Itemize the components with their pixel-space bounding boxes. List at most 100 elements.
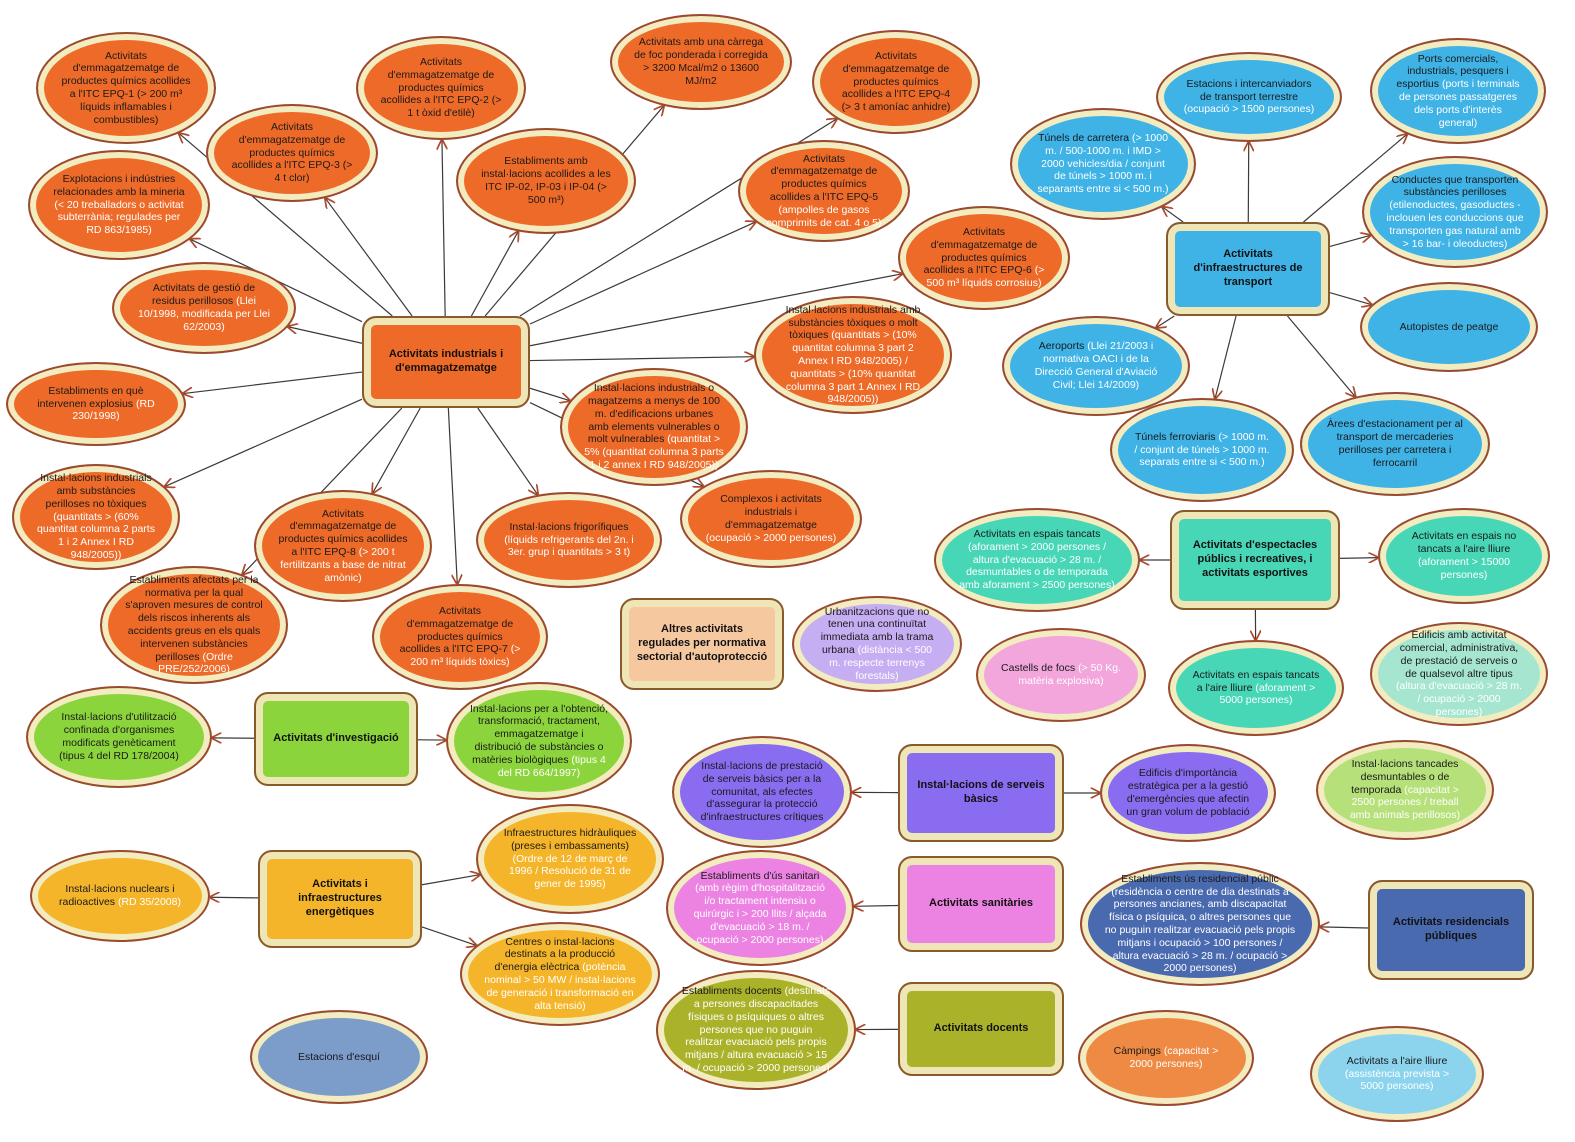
node-docents[interactable]: Establiments docents (destinats a person… (656, 970, 856, 1090)
node-detail: (> 200 m³ líquids tòxics) (410, 643, 521, 669)
connector-node-explosius (183, 371, 363, 393)
node-tancats[interactable]: Activitats en espais tancats (aforament … (934, 508, 1140, 612)
node-hidrauliques[interactable]: Infraestructures hidràuliques (preses i … (476, 804, 664, 914)
node-aeroports[interactable]: Aeroports (Llei 21/2003 i normativa OACI… (1002, 316, 1190, 416)
node-pre252[interactable]: Establiments afectats per la normativa p… (100, 566, 288, 684)
node-basics[interactable]: Instal·lacions de prestació de serveis b… (672, 736, 852, 848)
node-castells[interactable]: Castells de focs (> 50 Kg. matèria explo… (976, 628, 1146, 722)
connector-node-electrica (421, 926, 476, 946)
node-explotacions[interactable]: Explotacions i indústries relacionades a… (28, 150, 210, 260)
node-text: Instal·lacions de prestació de serveis b… (700, 760, 824, 824)
node-toxiques[interactable]: Instal·lacions industrials amb substànci… (754, 296, 952, 414)
node-detail: (> 50 Kg. matèria explosiva) (1018, 662, 1121, 687)
node-epq1[interactable]: Activitats d'emmagatzematge de productes… (36, 32, 216, 144)
node-omg[interactable]: Instal·lacions d'utilització confinada d… (26, 686, 212, 788)
node-detail: (Ordre de 12 de març de 1996 / Resolució… (508, 852, 631, 891)
node-text: Àrees d'estacionament per al transport d… (1327, 418, 1463, 469)
node-text: Activitats en espais no tancats a l'aire… (1411, 530, 1517, 556)
node-text: Edificis amb activitat comercial, admini… (1399, 629, 1519, 680)
node-nuclears[interactable]: Instal·lacions nuclears i radioactives (… (30, 850, 210, 942)
node-arees[interactable]: Àrees d'estacionament per al transport d… (1300, 392, 1490, 496)
node-campings[interactable]: Càmpings (capacitat > 2000 persones) (1078, 1010, 1254, 1106)
node-detail: (ocupació > 2000 persones) (705, 531, 837, 544)
node-text: Instal·lacions industrials amb substànci… (40, 472, 152, 510)
node-no-tancats[interactable]: Activitats en espais no tancats a l'aire… (1378, 508, 1550, 604)
node-magatzems[interactable]: Instal·lacions industrials o magatzems a… (560, 368, 748, 486)
hub-sanitaries[interactable]: Activitats sanitàries (898, 856, 1064, 952)
node-tancats-aire[interactable]: Activitats en espais tancats a l'aire ll… (1168, 640, 1344, 736)
node-text: Urbanitzacions que no tenen una continuï… (820, 605, 934, 656)
node-ip[interactable]: Establiments amb instal·lacions acollide… (456, 128, 636, 234)
node-text: Activitats d'emmagatzematge de productes… (399, 605, 514, 656)
node-aire-lliure[interactable]: Activitats a l'aire lliure (assistència … (1310, 1026, 1484, 1122)
connector-node-autopistes (1329, 292, 1372, 305)
hub-transport[interactable]: Activitats d'infraestructures de transpo… (1166, 222, 1330, 316)
node-text: Establiments ús residencial públic (1121, 872, 1279, 885)
hub-docents[interactable]: Activitats docents (898, 982, 1064, 1076)
node-esqui[interactable]: Estacions d'esquí (250, 1010, 428, 1104)
connector-node-ip (470, 231, 518, 317)
node-residus[interactable]: Activitats de gestió de residus perillos… (112, 262, 296, 354)
node-edificis[interactable]: Edificis d'importància estratègica per a… (1100, 744, 1276, 842)
node-text: Instal·lacions d'utilització confinada d… (59, 711, 179, 762)
node-epq6[interactable]: Activitats d'emmagatzematge de productes… (898, 206, 1070, 310)
node-tunels-carretera[interactable]: Túnels de carretera (> 1000 m. / 500-100… (1010, 108, 1196, 220)
connector-node-hidrauliques (421, 875, 480, 886)
connector-node-ports (1303, 134, 1407, 223)
node-epq3[interactable]: Activitats d'emmagatzematge de productes… (206, 104, 378, 202)
node-complexos[interactable]: Complexos i activitats industrials i d'e… (680, 470, 862, 568)
node-detail: (> 200 t fertilitzants a base de nitrat … (280, 546, 406, 584)
connector-node-arees (1287, 315, 1355, 397)
connector-node-epq6 (529, 274, 902, 347)
node-biologics[interactable]: Instal·lacions per a l'obtenció, transfo… (446, 682, 632, 800)
node-text: Explotacions i indústries relacionades a… (53, 173, 185, 198)
hub-industrial[interactable]: Activitats industrials i d'emmagatzematg… (362, 316, 530, 408)
node-text: Activitats amb una càrrega de foc ponder… (634, 36, 768, 87)
node-ports[interactable]: Ports comercials, industrials, pesquers … (1370, 38, 1546, 144)
hub-serveis[interactable]: Instal·lacions de serveis bàsics (898, 744, 1064, 842)
hub-energia[interactable]: Activitats i infraestructures energètiqu… (258, 850, 422, 948)
node-estacions[interactable]: Estacions i intercanviadors de transport… (1156, 52, 1342, 142)
node-tancades-desmuntables[interactable]: Instal·lacions tancades desmuntables o d… (1316, 740, 1494, 840)
node-residencial[interactable]: Establiments ús residencial públic (resi… (1080, 862, 1320, 986)
node-epq7[interactable]: Activitats d'emmagatzematge de productes… (372, 584, 548, 690)
node-electrica[interactable]: Centres o instal·lacions destinats a la … (460, 922, 660, 1026)
hub-spectacles[interactable]: Activitats d'espectacles públics i recre… (1170, 510, 1340, 610)
node-text: Establiments afectats per la normativa p… (125, 573, 263, 663)
node-tunels-ferroviaris[interactable]: Túnels ferroviaris (> 1000 m. / conjunt … (1110, 398, 1294, 502)
hub-residencials[interactable]: Activitats residencials públiques (1368, 880, 1534, 980)
node-text: Ports comercials, industrials, pesquers … (1396, 52, 1509, 91)
node-detail: (etilenoductes, gasoductes -inclouen les… (1386, 199, 1524, 250)
node-text: Instal·lacions per a l'obtenció, transfo… (470, 702, 608, 766)
connector-node-epq2 (442, 140, 445, 317)
node-perilloses[interactable]: Instal·lacions industrials amb substànci… (12, 464, 180, 570)
node-urbanitzacions[interactable]: Urbanitzacions que no tenen una continuï… (792, 596, 962, 692)
node-frigorifiques[interactable]: Instal·lacions frigorífiques (líquids re… (476, 492, 662, 588)
hub-label: Activitats industrials i d'emmagatzematg… (388, 348, 504, 374)
node-edificis-comercial[interactable]: Edificis amb activitat comercial, admini… (1370, 622, 1548, 726)
node-text: Instal·lacions tancades desmuntables o d… (1351, 758, 1459, 796)
node-detail: (assistència prevista > 5000 persones) (1344, 1067, 1450, 1093)
node-detail: (RD 35/2008) (117, 896, 181, 908)
node-epq8[interactable]: Activitats d'emmagatzematge de productes… (254, 490, 432, 602)
node-autopistes[interactable]: Autopistes de peatge (1360, 282, 1538, 372)
node-text: Complexos i activitats industrials i d'e… (720, 493, 822, 531)
node-epq5[interactable]: Activitats d'emmagatzematge de productes… (738, 140, 910, 242)
node-epq2[interactable]: Activitats d'emmagatzematge de productes… (356, 36, 526, 140)
hub-investigacio[interactable]: Activitats d'investigació (254, 692, 418, 786)
connector-node-epq7 (447, 407, 457, 584)
node-detail: (distància < 500 m. respecte terrenys fo… (829, 644, 933, 682)
node-detail: (destinats a persones discapacitades fís… (682, 985, 831, 1074)
node-text: Autopistes de peatge (1399, 320, 1499, 333)
node-detail: (< 20 treballadors o activitat subterràn… (54, 198, 184, 237)
node-explosius[interactable]: Establiments en què intervenen explosius… (6, 362, 186, 446)
hub-altres[interactable]: Altres activitats regulades per normativ… (620, 598, 784, 690)
node-text: Activitats d'emmagatzematge de productes… (380, 56, 502, 120)
node-sanitari[interactable]: Establiments d'ús sanitari (amb règim d'… (666, 850, 854, 966)
node-epq4[interactable]: Activitats d'emmagatzematge de productes… (812, 30, 980, 134)
connector-node-residencial (1320, 927, 1369, 928)
hub-label: Activitats sanitàries (929, 897, 1033, 910)
node-conductes[interactable]: Conductes que transporten substàncies pe… (1362, 156, 1548, 268)
node-text: Túnels de carretera (1038, 132, 1130, 144)
node-carrega[interactable]: Activitats amb una càrrega de foc ponder… (610, 14, 792, 110)
